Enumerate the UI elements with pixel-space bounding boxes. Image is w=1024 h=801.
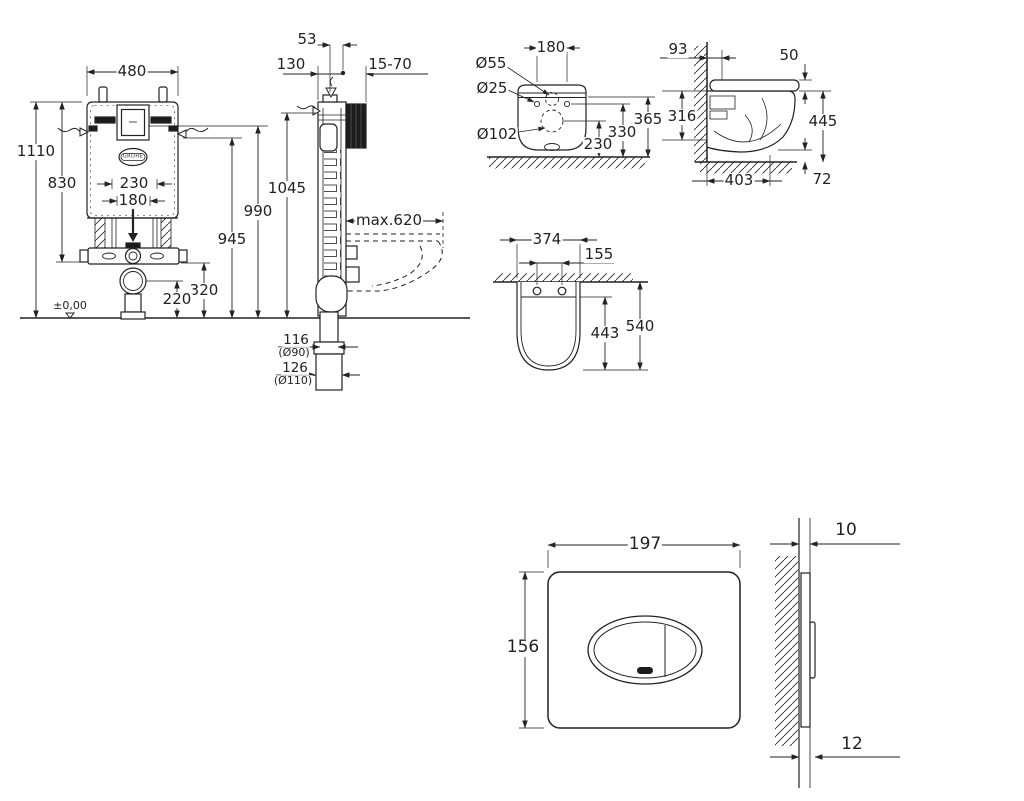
flex-hose-arrow — [296, 105, 317, 110]
access-window — [116, 104, 150, 141]
dim-cistern-total-height: 1110 — [15, 142, 57, 161]
button-ring — [587, 615, 703, 685]
dim-cistern-upper-height: 830 — [46, 174, 78, 193]
dim-inlet-dia: Ø55 — [474, 54, 508, 73]
dim-hole-spacing: 180 — [535, 38, 567, 57]
dim-rear-top-height: 365 — [632, 110, 664, 129]
dim-seat-thickness: 50 — [778, 46, 800, 65]
bowl-outline-dashed — [346, 233, 443, 292]
dim-bowl-width: 374 — [531, 230, 563, 249]
wall-section — [345, 103, 367, 149]
dim-outlet-dia: Ø102 — [475, 125, 519, 144]
dim-pipe-dia-2: (Ø110) — [272, 374, 314, 388]
dim-rear-hole-height: 330 — [606, 123, 638, 142]
flush-plate-side-view — [770, 518, 900, 788]
dim-wall-offset: 93 — [667, 40, 689, 59]
dim-seat-depth: 443 — [589, 324, 621, 343]
outlet-circle — [540, 109, 564, 133]
dim-bolt-spacing: 155 — [583, 245, 615, 264]
dim-plate-width: 197 — [627, 534, 663, 555]
dim-bolt-dia: Ø25 — [475, 79, 509, 98]
dim-rod-outer-spacing: 230 — [118, 174, 150, 193]
dim-outlet-line-height: 990 — [242, 202, 274, 221]
dim-frame-depth: 130 — [275, 55, 307, 74]
anchor-bolt-right — [158, 86, 168, 103]
dim-rear-height: 316 — [666, 107, 698, 126]
dim-bottom-clearance: 72 — [811, 170, 833, 189]
bowl-body — [706, 90, 796, 153]
bowl-body — [517, 84, 587, 151]
floor-level-label: ±0,00 — [52, 299, 88, 313]
dim-max-depth: max.620 — [354, 211, 424, 230]
inlet-circle — [545, 92, 559, 106]
button-slot — [637, 667, 653, 674]
dim-pipe-dia-1: (Ø90) — [277, 346, 311, 360]
bowl-side-view — [660, 42, 831, 186]
dim-button-thickness: 12 — [840, 734, 864, 755]
flush-plate-front-view — [519, 542, 741, 729]
bowl-rear-view — [487, 45, 655, 169]
grohe-logo-badge — [118, 147, 148, 167]
dim-body-depth: 403 — [723, 171, 755, 190]
cistern-front-view — [20, 66, 470, 320]
flex-hose-arrow-left — [57, 127, 81, 133]
cistern-side-view — [276, 42, 444, 391]
anchor-bolt-left — [98, 86, 108, 103]
mounting-bracket — [87, 247, 180, 265]
dim-plate-height: 156 — [505, 637, 541, 658]
level-marker — [64, 312, 76, 319]
dim-total-height: 445 — [807, 112, 839, 131]
dim-plate-thickness: 10 — [834, 520, 858, 541]
bowl-outline — [516, 282, 581, 371]
dim-drain-height: 220 — [161, 290, 193, 309]
bolt-right — [557, 286, 567, 296]
dim-wall-range: 15-70 — [367, 55, 413, 74]
dim-top-depth: 53 — [296, 30, 318, 49]
plate-body — [547, 571, 741, 729]
dim-rod-inner-spacing: 180 — [117, 191, 149, 210]
bolt-hole-right — [563, 100, 571, 108]
dim-inlet-height: 1045 — [266, 179, 308, 198]
dim-rear-outlet-height: 230 — [582, 135, 614, 154]
dim-pipe-offset-2: 126 — [281, 359, 309, 376]
button-profile — [809, 621, 816, 679]
bolt-left — [532, 286, 542, 296]
dim-bracket-line-height: 945 — [216, 230, 248, 249]
water-connection-right — [150, 116, 172, 124]
seat — [709, 79, 800, 92]
dim-pipe-offset-1: 116 — [282, 331, 310, 348]
dim-cistern-width: 480 — [116, 62, 148, 81]
dim-bracket-height: 320 — [188, 281, 220, 300]
water-connection-left — [94, 116, 116, 124]
bowl-top-view — [493, 237, 648, 371]
bolt-hole-left — [533, 100, 541, 108]
grohe-logo-text: GROHE — [122, 153, 144, 160]
flush-bend — [315, 275, 348, 313]
inlet-arrow — [325, 87, 337, 99]
flex-hose-arrow-right — [185, 127, 209, 133]
dim-total-depth: 540 — [624, 317, 656, 336]
plate-profile — [800, 572, 811, 728]
